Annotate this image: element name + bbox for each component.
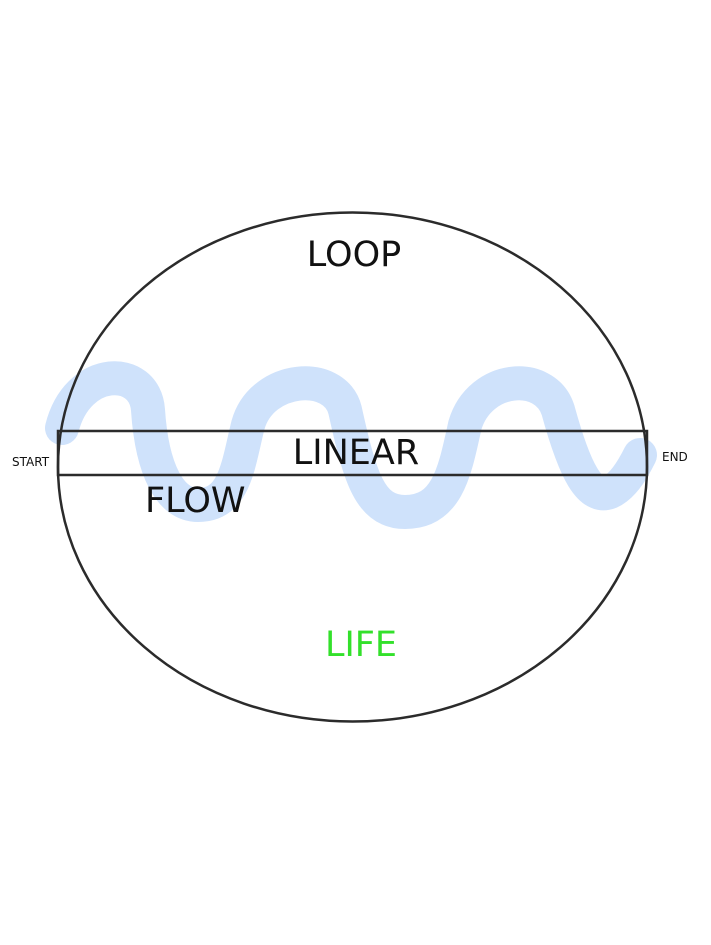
loop-label: LOOP xyxy=(306,235,402,275)
end-label: END xyxy=(662,450,688,464)
flow-label: FLOW xyxy=(145,481,246,521)
start-label: START xyxy=(12,455,50,469)
life-label: LIFE xyxy=(324,625,398,665)
linear-bar xyxy=(56,429,649,477)
linear-label: LINEAR xyxy=(292,433,420,473)
